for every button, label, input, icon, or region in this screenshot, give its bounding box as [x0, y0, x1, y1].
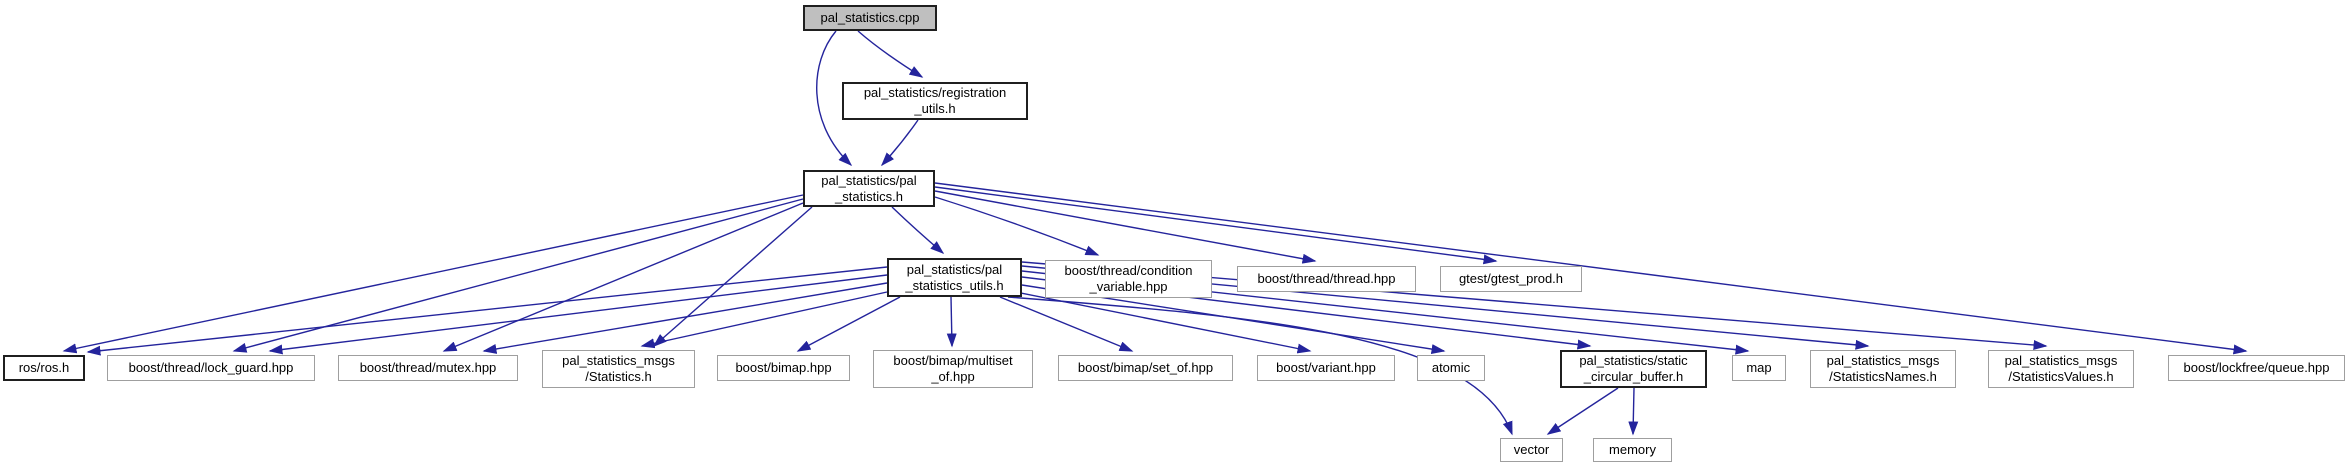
- node-label-line: boost/bimap/multiset: [893, 353, 1013, 368]
- edge-pal_statistics_h-to-pal_statistics_utils_h: [891, 206, 945, 254]
- edge-pal_statistics_h-to-mutex_hpp: [442, 202, 804, 352]
- edge-pal_statistics_h-to-lockfree_queue_hpp: [934, 182, 2248, 355]
- node-label-line: boost/bimap.hpp: [735, 360, 832, 375]
- edge-pal_statistics_utils_h-to-statistics_msg_h: [640, 291, 888, 349]
- node-mutex_hpp: boost/thread/mutex.hpp: [338, 355, 518, 381]
- node-label-line: pal_statistics/registration: [863, 85, 1007, 100]
- node-label-line: gtest/gtest_prod.h: [1458, 271, 1564, 286]
- edge-pal_statistics_h-to-gtest_prod_h: [934, 186, 1498, 265]
- node-label-line: _of.hpp: [931, 369, 975, 384]
- node-thread_hpp: boost/thread/thread.hpp: [1237, 266, 1416, 292]
- node-label-line: _statistics_utils.h: [905, 277, 1004, 293]
- edge-pal_statistics_utils_h-to-lock_guard_hpp: [268, 274, 888, 355]
- node-label-line: boost/lockfree/queue.hpp: [2183, 360, 2330, 375]
- edge-pal_statistics_cpp-to-registration_utils_h: [857, 30, 924, 78]
- edge-static_circular_buffer_h-to-vector: [1546, 387, 1619, 435]
- node-ros_ros_h[interactable]: ros/ros.h: [3, 355, 85, 381]
- node-multiset_of_hpp: boost/bimap/multiset_of.hpp: [873, 350, 1033, 388]
- node-label-line: boost/thread/lock_guard.hpp: [128, 360, 294, 375]
- edge-pal_statistics_utils_h-to-set_of_hpp: [999, 296, 1134, 352]
- node-pal_statistics_h[interactable]: pal_statistics/pal_statistics.h: [803, 170, 935, 207]
- node-label-line: /Statistics.h: [585, 369, 652, 384]
- edge-pal_statistics_utils_h-to-multiset_of_hpp: [946, 296, 957, 348]
- node-vector: vector: [1500, 438, 1563, 462]
- node-label-line: _circular_buffer.h: [1583, 369, 1684, 384]
- node-static_circular_buffer_h[interactable]: pal_statistics/static_circular_buffer.h: [1560, 350, 1707, 388]
- node-label-line: boost/variant.hpp: [1276, 360, 1376, 375]
- edge-pal_statistics_h-to-lock_guard_hpp: [232, 198, 804, 353]
- node-label-line: pal_statistics/static: [1579, 353, 1688, 368]
- edge-registration_utils_h-to-pal_statistics_h: [880, 119, 919, 167]
- node-label-line: boost/thread/thread.hpp: [1257, 271, 1396, 286]
- node-statistics_values_h: pal_statistics_msgs/StatisticsValues.h: [1988, 350, 2134, 388]
- node-label-line: _statistics.h: [835, 188, 903, 204]
- node-bimap_hpp: boost/bimap.hpp: [717, 355, 850, 381]
- node-variant_hpp: boost/variant.hpp: [1257, 355, 1395, 381]
- node-label-line: memory: [1609, 442, 1656, 457]
- node-map: map: [1732, 355, 1786, 381]
- edge-pal_statistics_cpp-to-pal_statistics_h: [816, 30, 853, 167]
- node-label-line: vector: [1513, 442, 1550, 457]
- node-label-line: pal_statistics/pal: [821, 172, 917, 188]
- node-lockfree_queue_hpp: boost/lockfree/queue.hpp: [2168, 355, 2345, 381]
- node-registration_utils_h[interactable]: pal_statistics/registration_utils.h: [842, 82, 1028, 120]
- node-pal_statistics_utils_h[interactable]: pal_statistics/pal_statistics_utils.h: [887, 258, 1022, 297]
- node-statistics_msg_h: pal_statistics_msgs/Statistics.h: [542, 350, 695, 388]
- node-pal_statistics_cpp: pal_statistics.cpp: [803, 5, 937, 31]
- edge-pal_statistics_utils_h-to-bimap_hpp: [796, 296, 901, 352]
- node-memory: memory: [1593, 438, 1672, 462]
- node-label-line: ros/ros.h: [18, 360, 70, 375]
- node-label-line: pal_statistics_msgs: [562, 353, 675, 368]
- node-statistics_names_h: pal_statistics_msgs/StatisticsNames.h: [1810, 350, 1956, 388]
- node-set_of_hpp: boost/bimap/set_of.hpp: [1058, 355, 1233, 381]
- node-label-line: pal_statistics/pal: [906, 261, 1003, 277]
- node-gtest_prod_h: gtest/gtest_prod.h: [1440, 266, 1582, 292]
- edge-pal_statistics_h-to-condition_variable_hpp: [934, 196, 1100, 256]
- edge-pal_statistics_h-to-statistics_msg_h: [652, 206, 813, 347]
- edge-pal_statistics_utils_h-to-ros_ros_h: [86, 266, 888, 356]
- node-label-line: map: [1746, 360, 1772, 375]
- node-label-line: boost/thread/mutex.hpp: [359, 360, 497, 375]
- node-label-line: /StatisticsValues.h: [2008, 369, 2114, 384]
- node-label-line: pal_statistics_msgs: [1826, 353, 1940, 368]
- edge-pal_statistics_h-to-ros_ros_h: [62, 194, 804, 354]
- edge-pal_statistics_h-to-thread_hpp: [934, 190, 1317, 264]
- node-label-line: pal_statistics_msgs: [2004, 353, 2118, 368]
- node-lock_guard_hpp: boost/thread/lock_guard.hpp: [107, 355, 315, 381]
- edge-pal_statistics_utils_h-to-mutex_hpp: [482, 282, 888, 354]
- edge-pal_statistics_utils_h-to-vector: [1007, 296, 1513, 436]
- node-atomic: atomic: [1417, 355, 1485, 381]
- edge-static_circular_buffer_h-to-memory: [1628, 387, 1639, 436]
- node-label-line: pal_statistics.cpp: [820, 10, 920, 25]
- node-condition_variable_hpp: boost/thread/condition_variable.hpp: [1045, 260, 1212, 298]
- node-label-line: _utils.h: [914, 101, 956, 116]
- node-label-line: atomic: [1431, 360, 1471, 375]
- node-label-line: _variable.hpp: [1089, 279, 1168, 294]
- node-label-line: boost/bimap/set_of.hpp: [1077, 360, 1214, 375]
- node-label-line: boost/thread/condition: [1064, 263, 1193, 278]
- node-label-line: /StatisticsNames.h: [1829, 369, 1937, 384]
